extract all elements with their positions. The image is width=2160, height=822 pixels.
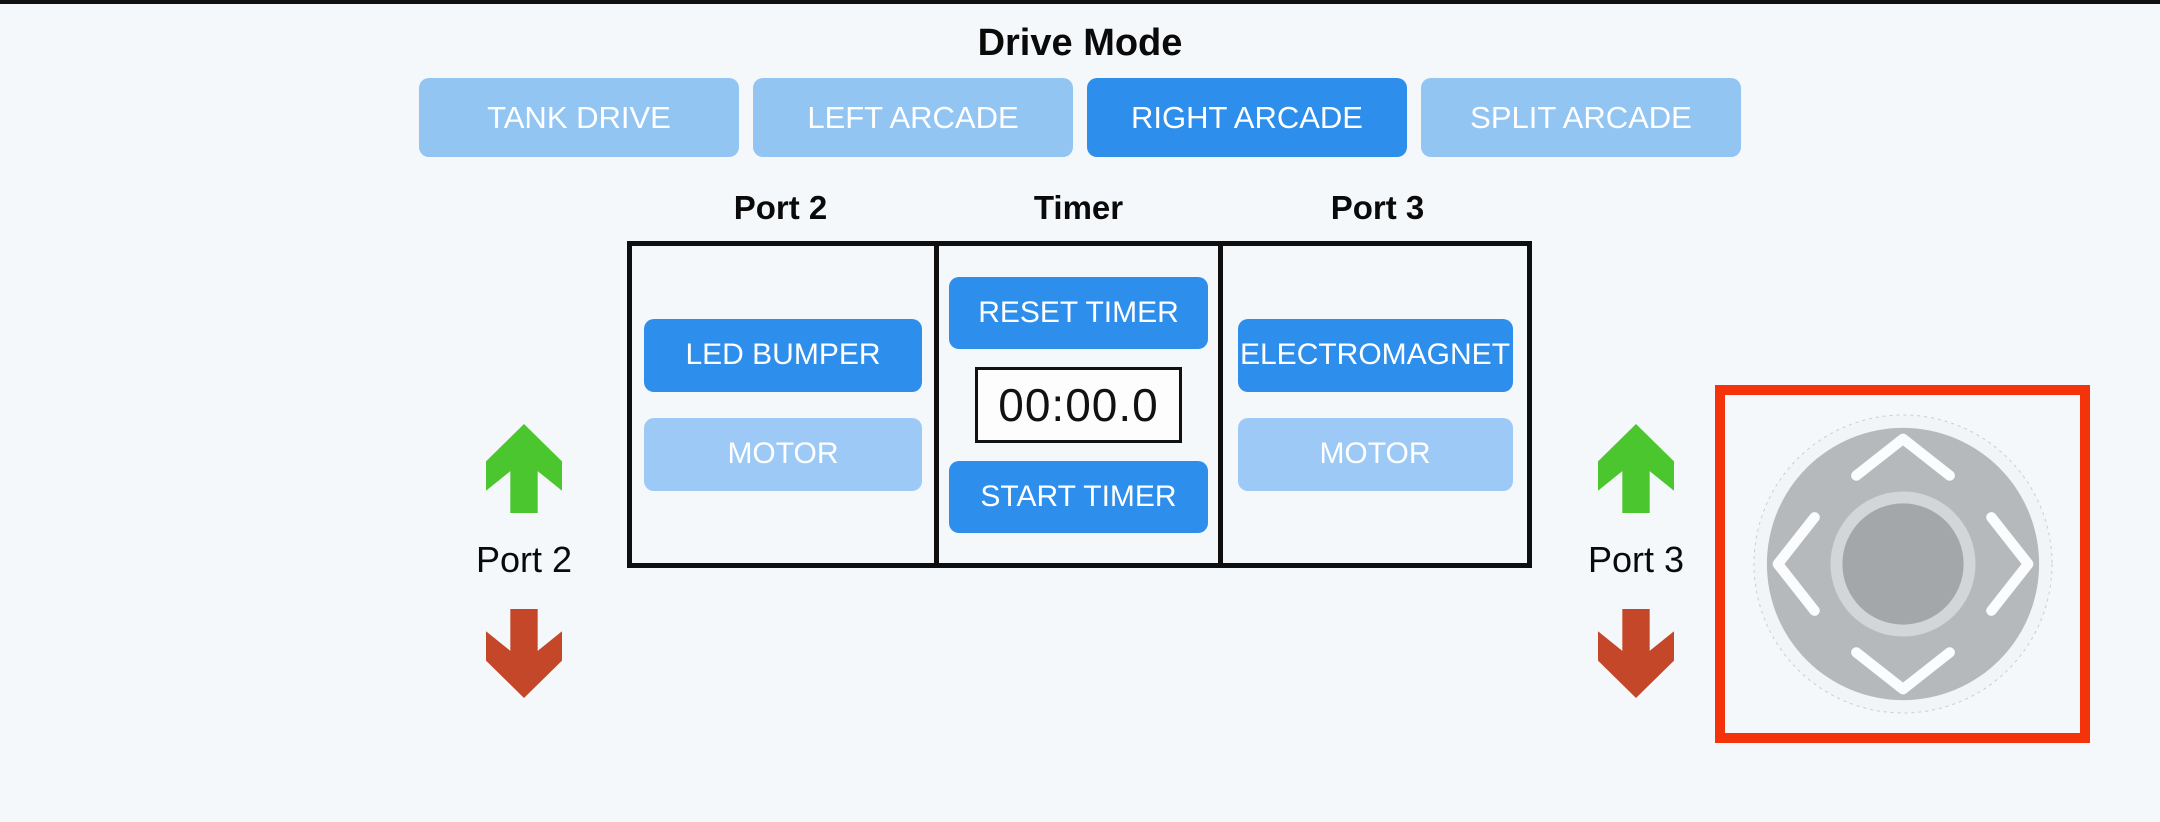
port2-column-header: Port 2 xyxy=(733,189,828,226)
red-down-arrow-icon xyxy=(1598,609,1674,698)
left-arcade-button[interactable]: LEFT ARCADE xyxy=(753,78,1073,157)
reset-timer-button[interactable]: RESET TIMER xyxy=(949,276,1208,349)
timer-column-header: Timer xyxy=(1033,189,1124,226)
joystick-knob[interactable] xyxy=(1841,503,1964,625)
port2-control-label: Port 2 xyxy=(475,539,573,580)
panel-table: LED BUMPER MOTOR RESET TIMER 00:00.0 STA… xyxy=(627,241,1532,568)
chevron-left-icon xyxy=(1772,512,1820,616)
joystick[interactable] xyxy=(1752,413,2054,715)
control-panel: Port 2 Timer Port 3 LED BUMPER MOTOR RES… xyxy=(627,189,1532,568)
led-bumper-button[interactable]: LED BUMPER xyxy=(644,318,922,392)
right-arcade-button[interactable]: RIGHT ARCADE xyxy=(1087,78,1407,157)
panel-headers: Port 2 Timer Port 3 xyxy=(627,189,1532,227)
port3-up-button[interactable] xyxy=(1598,424,1674,513)
timer-display: 00:00.0 xyxy=(975,366,1182,443)
port3-column: ELECTROMAGNET MOTOR xyxy=(1223,246,1527,563)
port3-motor-button[interactable]: MOTOR xyxy=(1237,417,1513,491)
port3-down-button[interactable] xyxy=(1598,609,1674,698)
port2-control: Port 2 xyxy=(476,424,572,698)
joystick-boundary-box xyxy=(1715,385,2090,743)
port3-column-header: Port 3 xyxy=(1330,189,1425,226)
port3-control: Port 3 xyxy=(1588,424,1684,698)
electromagnet-button[interactable]: ELECTROMAGNET xyxy=(1237,318,1513,392)
split-arcade-button[interactable]: SPLIT ARCADE xyxy=(1421,78,1741,157)
port2-motor-button[interactable]: MOTOR xyxy=(644,417,922,491)
tank-drive-button[interactable]: TANK DRIVE xyxy=(419,78,739,157)
port3-control-label: Port 3 xyxy=(1587,539,1685,580)
top-border-bar xyxy=(0,0,2160,4)
red-down-arrow-icon xyxy=(486,609,562,698)
port2-down-button[interactable] xyxy=(486,609,562,698)
start-timer-button[interactable]: START TIMER xyxy=(949,460,1208,533)
green-up-arrow-icon xyxy=(1598,424,1674,513)
page-title: Drive Mode xyxy=(977,22,1183,64)
port2-up-button[interactable] xyxy=(486,424,562,513)
timer-column: RESET TIMER 00:00.0 START TIMER xyxy=(934,246,1223,563)
green-up-arrow-icon xyxy=(486,424,562,513)
chevron-down-icon xyxy=(1850,647,1955,695)
port2-column: LED BUMPER MOTOR xyxy=(632,246,934,563)
chevron-right-icon xyxy=(1985,512,2033,616)
chevron-up-icon xyxy=(1850,433,1955,481)
drive-mode-button-group: TANK DRIVE LEFT ARCADE RIGHT ARCADE SPLI… xyxy=(0,78,2160,157)
